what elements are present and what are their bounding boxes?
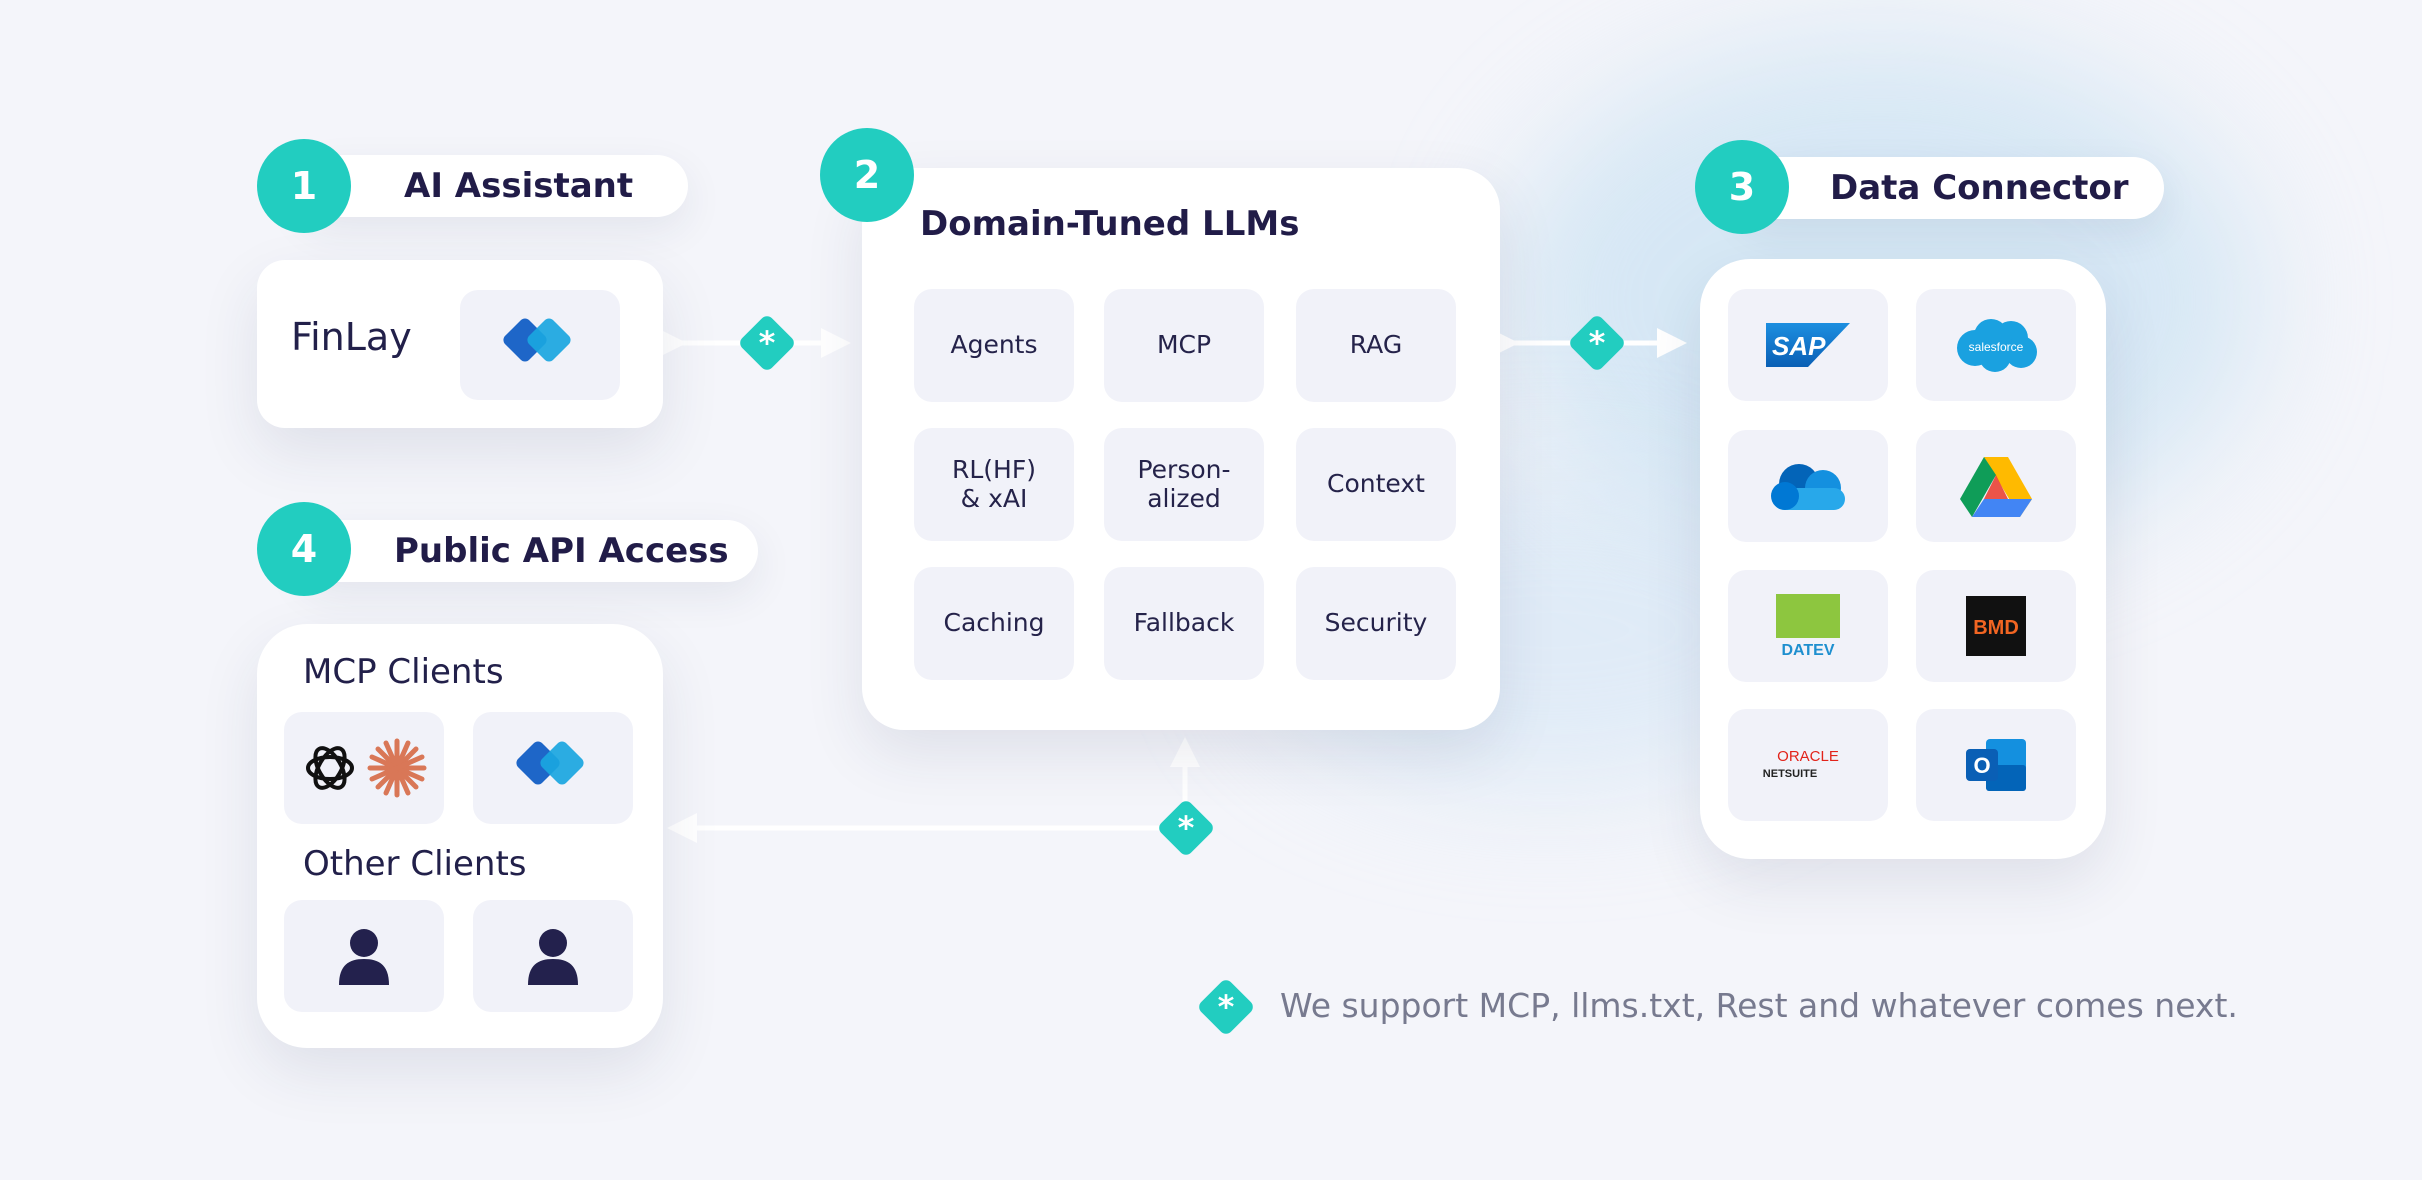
connector-header: Data Connector bbox=[1740, 157, 2164, 219]
svg-text:O: O bbox=[1973, 753, 1990, 778]
onedrive-logo-icon bbox=[1771, 464, 1845, 510]
connector-tile-sap: SAP bbox=[1728, 289, 1888, 401]
svg-text:ORACLE: ORACLE bbox=[1777, 748, 1839, 765]
assistant-title: AI Assistant bbox=[404, 166, 634, 206]
connector-number-badge: 3 bbox=[1695, 140, 1789, 234]
connector-tile-oracle-netsuite: ORACLE NETSUITE bbox=[1728, 709, 1888, 821]
api-number-badge: 4 bbox=[257, 502, 351, 596]
api-header: Public API Access bbox=[300, 520, 758, 582]
connector-card: SAP salesforce DATEV bbox=[1700, 259, 2106, 859]
llm-number-badge: 2 bbox=[820, 128, 914, 222]
mcp-client-tile-finlay bbox=[473, 712, 633, 824]
llm-card: Domain-Tuned LLMs Agents MCP RAG RL(HF) … bbox=[862, 168, 1500, 730]
user-icon bbox=[528, 929, 578, 985]
svg-text:SAP: SAP bbox=[1772, 331, 1826, 361]
assistant-card: FinLay bbox=[257, 260, 663, 428]
other-clients-label: Other Clients bbox=[303, 844, 527, 884]
connector-tile-outlook: O bbox=[1916, 709, 2076, 821]
api-title: Public API Access bbox=[394, 531, 729, 571]
openai-logo-icon bbox=[306, 746, 354, 790]
bmd-logo-icon: BMD bbox=[1966, 596, 2026, 656]
finlay-logo-icon bbox=[516, 741, 584, 785]
connector-tile-google-drive bbox=[1916, 430, 2076, 542]
assistant-header: AI Assistant bbox=[300, 155, 688, 217]
llm-tile-fallback: Fallback bbox=[1104, 567, 1264, 680]
other-client-tile-1 bbox=[284, 900, 444, 1012]
outlook-logo-icon: O bbox=[1966, 739, 2026, 791]
llm-tile-rlhf-xai: RL(HF) & xAI bbox=[914, 428, 1074, 541]
connector-title: Data Connector bbox=[1830, 168, 2129, 208]
llm-title: Domain-Tuned LLMs bbox=[920, 204, 1300, 244]
oracle-netsuite-logo-icon: ORACLE NETSUITE bbox=[1763, 748, 1839, 780]
sap-logo-icon: SAP bbox=[1766, 323, 1850, 367]
svg-text:BMD: BMD bbox=[1973, 617, 2019, 639]
llm-tile-context: Context bbox=[1296, 428, 1456, 541]
connector-tile-bmd: BMD bbox=[1916, 570, 2076, 682]
llm-tile-caching: Caching bbox=[914, 567, 1074, 680]
svg-text:NETSUITE: NETSUITE bbox=[1763, 768, 1817, 780]
mcp-clients-label: MCP Clients bbox=[303, 652, 504, 692]
claude-logo-icon bbox=[367, 738, 427, 798]
salesforce-logo-icon: salesforce bbox=[1957, 319, 2037, 372]
finlay-logo-icon bbox=[503, 318, 571, 362]
svg-text:salesforce: salesforce bbox=[1969, 340, 2024, 354]
llm-tile-personalized: Person- alized bbox=[1104, 428, 1264, 541]
finlay-logo-tile bbox=[460, 290, 620, 400]
google-drive-logo-icon bbox=[1960, 457, 2032, 517]
svg-text:DATEV: DATEV bbox=[1781, 642, 1834, 658]
mcp-client-tile-chatgpt-claude bbox=[284, 712, 444, 824]
connector-tile-onedrive bbox=[1728, 430, 1888, 542]
llm-tile-security: Security bbox=[1296, 567, 1456, 680]
assistant-number-badge: 1 bbox=[257, 139, 351, 233]
finlay-label: FinLay bbox=[291, 315, 412, 359]
llm-tile-rag: RAG bbox=[1296, 289, 1456, 402]
connector-tile-datev: DATEV bbox=[1728, 570, 1888, 682]
other-client-tile-2 bbox=[473, 900, 633, 1012]
datev-logo-icon: DATEV bbox=[1776, 594, 1840, 658]
user-icon bbox=[339, 929, 389, 985]
footnote-text: We support MCP, llms.txt, Rest and whate… bbox=[1280, 986, 2238, 1025]
llm-tile-mcp: MCP bbox=[1104, 289, 1264, 402]
api-card: MCP Clients Oth bbox=[257, 624, 663, 1048]
llm-tile-agents: Agents bbox=[914, 289, 1074, 402]
connector-tile-salesforce: salesforce bbox=[1916, 289, 2076, 401]
